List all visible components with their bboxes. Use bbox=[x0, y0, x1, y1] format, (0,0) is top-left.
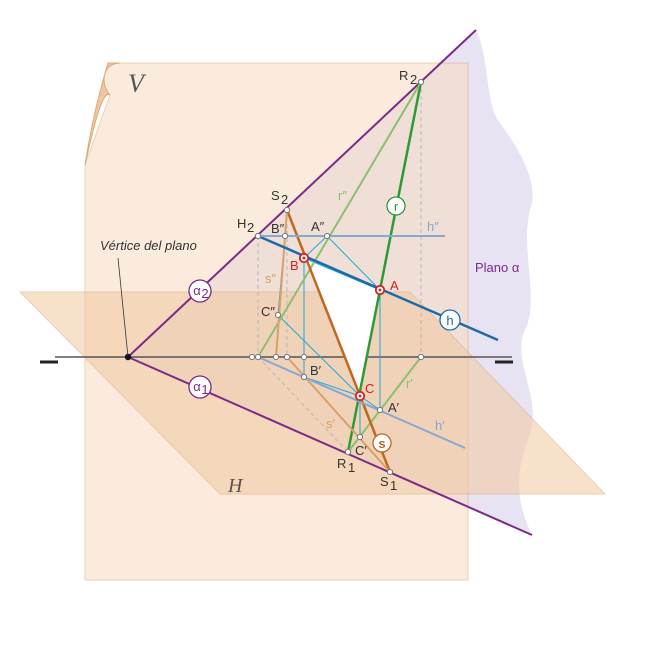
label-h-vertical: h″ bbox=[427, 219, 439, 234]
vertical-plane-label: V bbox=[128, 69, 147, 98]
label-c: C bbox=[365, 381, 374, 396]
badge-h: h bbox=[439, 309, 461, 331]
line-r bbox=[346, 81, 423, 453]
label-r1-sub: 1 bbox=[348, 460, 355, 475]
label-b-vertical: B″ bbox=[271, 221, 285, 236]
label-s1-sub: 1 bbox=[390, 478, 397, 493]
label-c-vertical: C″ bbox=[261, 304, 275, 319]
svg-text:2: 2 bbox=[201, 286, 208, 301]
label-r-vertical: r″ bbox=[338, 188, 347, 203]
label-h-horizontal: h′ bbox=[435, 418, 445, 433]
label-c-horizontal: C′ bbox=[355, 443, 367, 458]
label-s2-sub: 2 bbox=[281, 192, 288, 207]
line-r-vertical bbox=[257, 81, 422, 358]
label-a-horizontal: A′ bbox=[388, 400, 400, 415]
svg-text:r: r bbox=[394, 199, 399, 214]
label-s1: S bbox=[380, 474, 389, 489]
label-h2-sub: 2 bbox=[247, 220, 254, 235]
label-a-vertical: A″ bbox=[311, 219, 325, 234]
alpha-plane-label: Plano α bbox=[475, 260, 520, 275]
trace-alpha2 bbox=[127, 29, 477, 358]
svg-text:s: s bbox=[378, 436, 385, 451]
badge-alpha2: α 2 bbox=[188, 279, 212, 303]
open-points bbox=[248, 78, 425, 476]
label-h2: H bbox=[237, 216, 246, 231]
svg-text:α: α bbox=[193, 283, 201, 298]
label-b-horizontal: B′ bbox=[310, 363, 322, 378]
label-r1: R bbox=[337, 456, 346, 471]
svg-text:α: α bbox=[193, 379, 201, 394]
label-s-horizontal: s′ bbox=[326, 416, 336, 431]
label-s-vertical: s″ bbox=[265, 271, 277, 286]
svg-text:h: h bbox=[446, 313, 453, 328]
label-a: A bbox=[390, 278, 399, 293]
label-r-horizontal: r′ bbox=[406, 376, 413, 391]
badge-alpha1: α 1 bbox=[188, 375, 212, 399]
vertical-plane-curl bbox=[84, 62, 121, 166]
label-s2: S bbox=[271, 188, 280, 203]
svg-text:1: 1 bbox=[201, 382, 208, 397]
vertex-label: Vértice del plano bbox=[100, 238, 197, 253]
triangle-abc bbox=[304, 258, 380, 396]
label-r2: R bbox=[399, 68, 408, 83]
line-h-horizontal bbox=[257, 356, 466, 449]
label-b: B bbox=[290, 258, 299, 273]
badge-s: s bbox=[372, 433, 392, 453]
badge-r: r bbox=[386, 196, 406, 216]
vertex-leader bbox=[117, 257, 129, 358]
horizontal-plane-label: H bbox=[227, 475, 244, 497]
label-r2-sub: 2 bbox=[410, 72, 417, 87]
